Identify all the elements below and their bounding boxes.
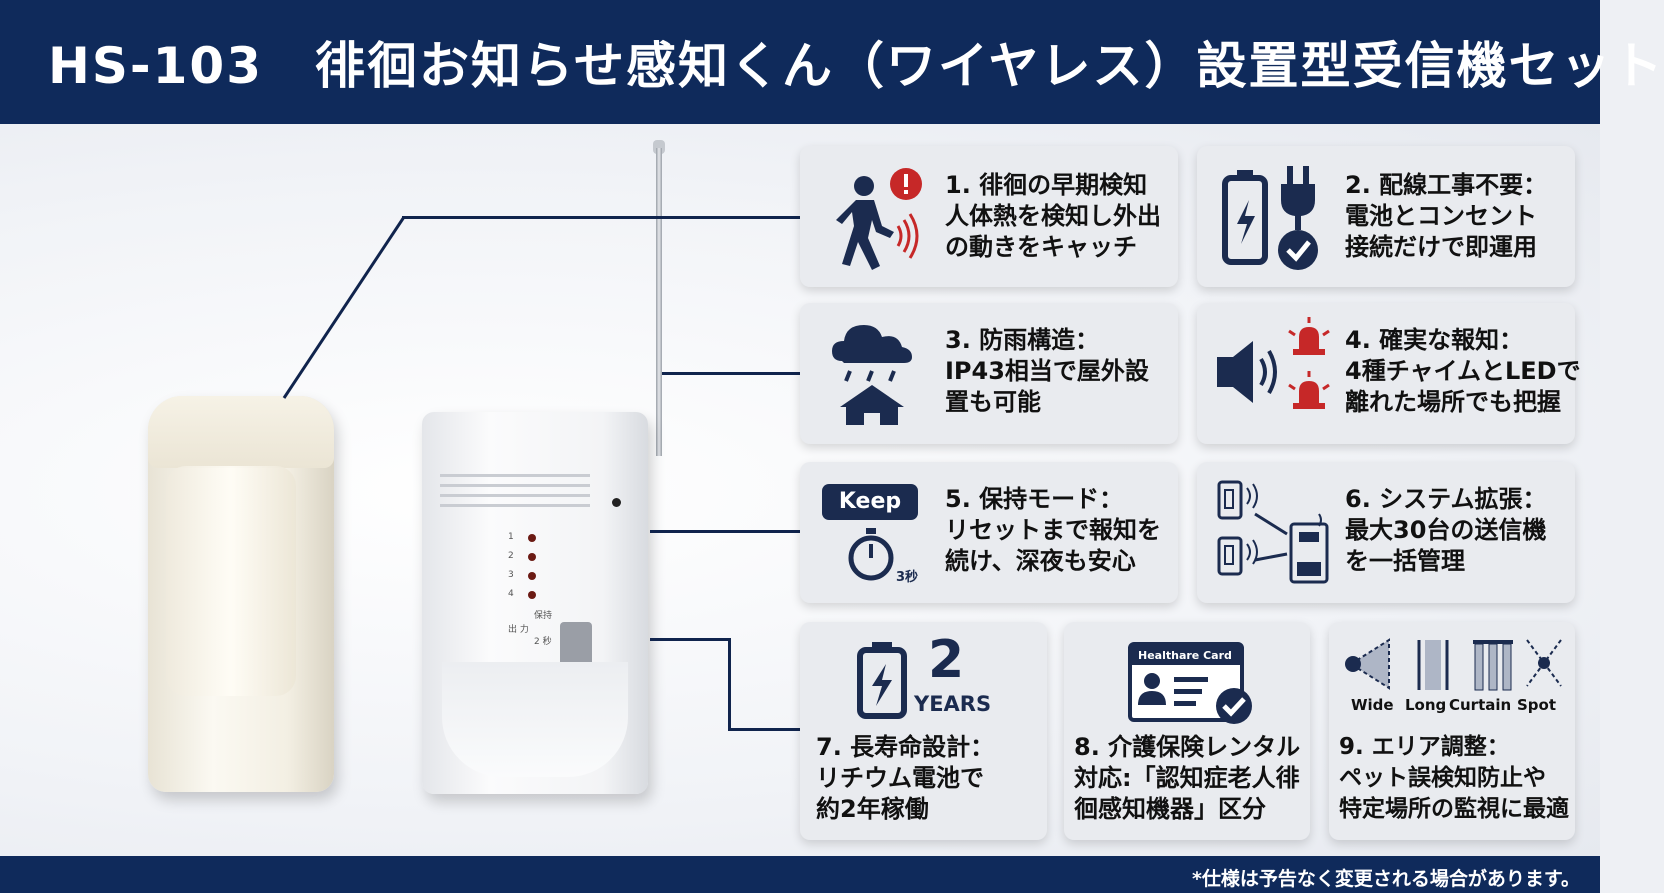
sensor-unit — [148, 396, 334, 792]
feature-card-2: 2. 配線工事不要：電池とコンセント接続だけで即運用 — [1197, 146, 1575, 287]
feature-text: 3. 防雨構造：IP43相当で屋外設置も可能 — [945, 326, 1149, 416]
led-3 — [528, 572, 536, 580]
feature-card-4: 4. 確実な報知：4種チャイムとLEDで離れた場所でも把握 — [1197, 303, 1581, 444]
led-label: 3 — [508, 570, 514, 580]
hold-label: 保持 — [534, 611, 553, 621]
connector-line — [650, 638, 730, 641]
footer-bar: *仕様は予告なく変更される場合があります。 — [0, 856, 1600, 893]
header-bar: HS-103 徘徊お知らせ感知くん（ワイヤレス）設置型受信機セット — [0, 0, 1662, 124]
area-modes-icon — [1345, 638, 1562, 691]
disclaimer-note: *仕様は予告なく変更される場合があります。 — [1191, 868, 1580, 890]
led-4 — [528, 591, 536, 599]
sensor-cap — [148, 396, 334, 468]
feature-text: 4. 確実な報知：4種チャイムとLEDで離れた場所でも把握 — [1345, 326, 1581, 416]
two-sec-label: 2 秒 — [534, 637, 552, 647]
receiver-vent — [440, 474, 590, 477]
feature-card-6: 6. システム拡張：最大30台の送信機を一括管理 — [1197, 462, 1575, 603]
led-label: 2 — [508, 551, 514, 561]
led-label: 1 — [508, 532, 514, 542]
receiver-unit: 1 2 3 4 保持 出 力 2 秒 — [422, 412, 648, 794]
receiver-lower-panel — [442, 662, 628, 777]
walking-person-alert-icon — [836, 168, 922, 270]
connector-line — [728, 728, 800, 731]
keep-badge: Keep — [822, 484, 918, 520]
led-2 — [528, 553, 536, 561]
connector-diagonal — [282, 216, 406, 399]
mode-label-wide: Wide — [1351, 696, 1394, 714]
years-unit: YEARS — [914, 692, 992, 716]
feature-text: 1. 徘徊の早期検知人体熱を検知し外出の動きをキャッチ — [945, 171, 1161, 261]
feature-card-8: Healthare Card 8. 介護保険レンタル対応:「認知症老人徘徊感知機… — [1064, 622, 1310, 840]
receiver-indicator-dot — [612, 498, 621, 507]
healthcare-card-icon: Healthare Card — [1128, 642, 1244, 722]
mode-label-spot: Spot — [1517, 696, 1557, 714]
led-1 — [528, 534, 536, 542]
years-number: 2 — [928, 630, 965, 690]
page-title: HS-103 徘徊お知らせ感知くん（ワイヤレス）設置型受信機セット — [48, 37, 1664, 95]
check-badge-icon — [1216, 688, 1252, 724]
feature-text: 6. システム拡張：最大30台の送信機を一括管理 — [1345, 485, 1547, 575]
output-label: 出 力 — [508, 625, 529, 635]
feature-text: 9. エリア調整：ペット誤検知防止や特定場所の監視に最適 — [1339, 734, 1569, 822]
mode-label-long: Long — [1405, 696, 1447, 714]
feature-card-7: 2 YEARS 7. 長寿命設計：リチウム電池で約2年稼働 — [800, 622, 1047, 840]
mode-label-curtain: Curtain — [1449, 696, 1512, 714]
led-label: 4 — [508, 589, 514, 599]
battery-icon — [857, 642, 907, 719]
sensor-lens — [166, 466, 296, 696]
card-label: Healthare Card — [1132, 646, 1240, 665]
card-person-icon — [1138, 673, 1208, 706]
feature-card-3: 3. 防雨構造：IP43相当で屋外設置も可能 — [800, 303, 1178, 444]
battery-plug-check-icon — [1222, 166, 1318, 270]
connector-line — [728, 638, 731, 730]
feature-text: 2. 配線工事不要：電池とコンセント接続だけで即運用 — [1345, 171, 1548, 261]
antenna — [656, 148, 662, 456]
connector-line — [662, 372, 800, 375]
receiver-vent — [440, 504, 590, 507]
feature-card-5: Keep 3秒 5. 保持モード：リセットまで報知を続け、深夜も安心 — [800, 462, 1178, 603]
feature-card-9: Wide Long Curtain Spot 9. エリア調整：ペット誤検知防止… — [1329, 622, 1575, 840]
feature-text: 5. 保持モード：リセットまで報知を続け、深夜も安心 — [945, 485, 1161, 575]
rain-cloud-house-icon — [832, 325, 912, 425]
receiver-vent — [440, 494, 590, 497]
stopwatch-icon — [848, 528, 894, 581]
connector-line — [650, 530, 800, 533]
output-switch[interactable] — [560, 622, 592, 666]
feature-text: 7. 長寿命設計：リチウム電池で約2年稼働 — [816, 733, 995, 823]
timer-label: 3秒 — [896, 570, 919, 585]
connector-line — [402, 216, 800, 219]
transmitters-receiver-icon — [1217, 480, 1329, 584]
speaker-siren-icon — [1217, 317, 1330, 409]
receiver-vent — [440, 484, 590, 487]
feature-card-1: 1. 徘徊の早期検知人体熱を検知し外出の動きをキャッチ — [800, 146, 1178, 287]
feature-text: 8. 介護保険レンタル対応:「認知症老人徘徊感知機器」区分 — [1074, 733, 1301, 823]
